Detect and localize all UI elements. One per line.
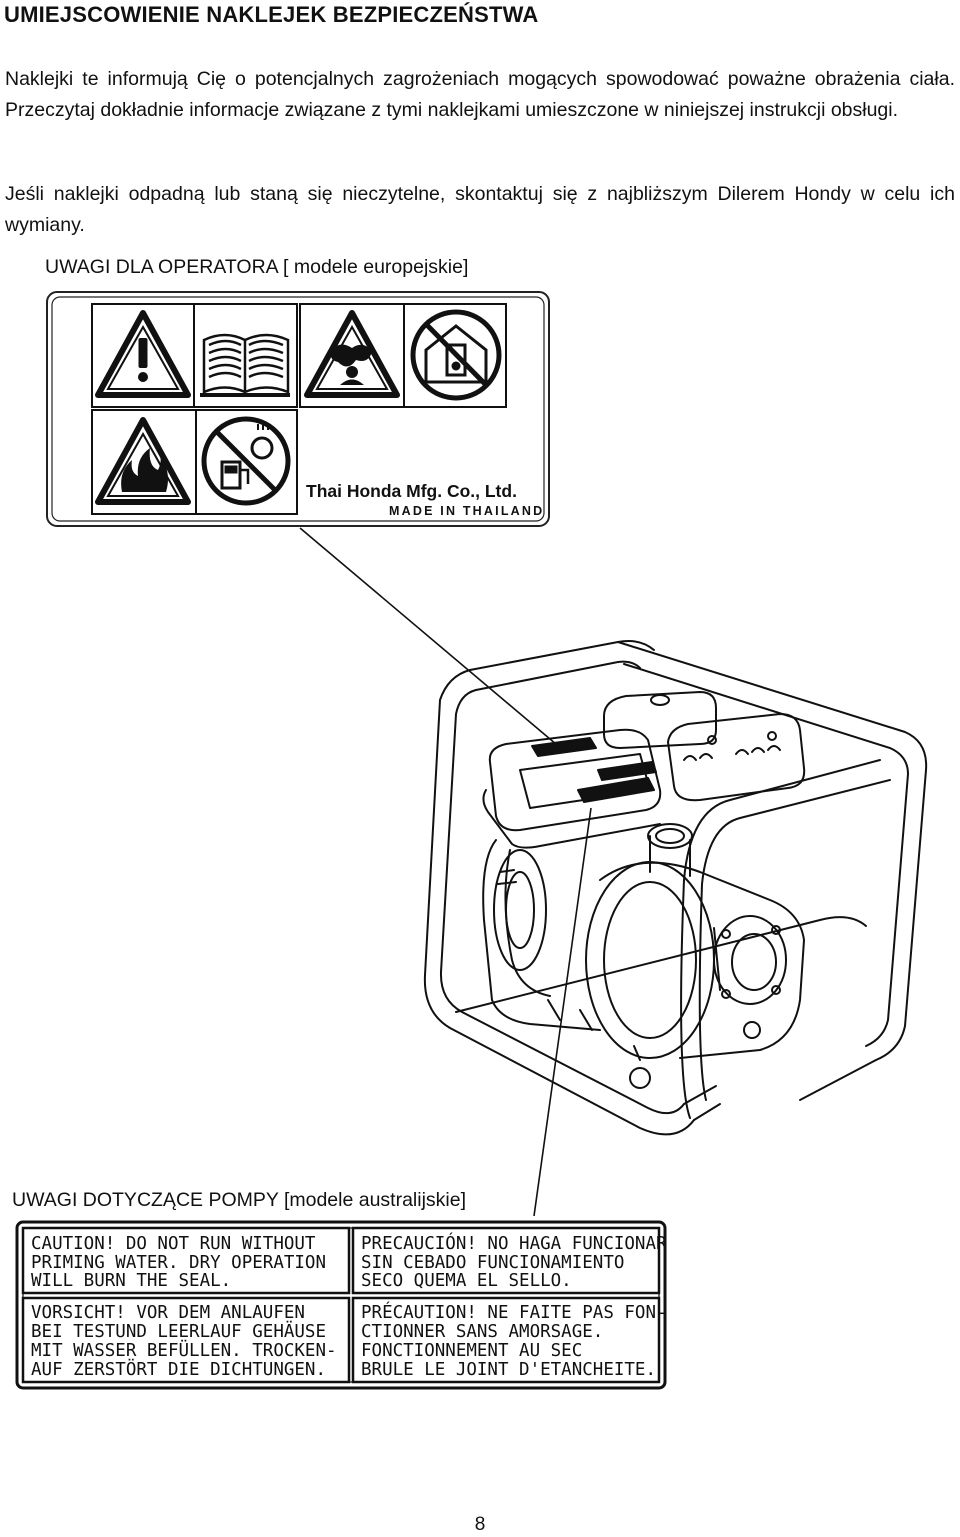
operator-notes-heading: UWAGI DLA OPERATORA [ modele europejskie… <box>45 256 469 278</box>
replacement-paragraph: Jeśli naklejki odpadną lub staną się nie… <box>5 183 955 236</box>
warning-icon <box>95 310 191 398</box>
no-refuel-running-icon <box>201 416 291 506</box>
intro-paragraph: Naklejki te informują Cię o potencjalnyc… <box>5 68 955 121</box>
no-indoor-use-icon <box>410 309 502 401</box>
operator-decal: Thai Honda Mfg. Co., Ltd. MADE IN THAILA… <box>46 291 550 527</box>
origin-label: MADE IN THAILAND <box>389 504 544 518</box>
fire-hazard-icon <box>95 417 191 505</box>
manual-book-icon <box>200 333 290 397</box>
manufacturer-label: Thai Honda Mfg. Co., Ltd. <box>306 481 517 501</box>
toxic-fumes-icon <box>304 310 400 398</box>
pump-notes-heading: UWAGI DOTYCZĄCE POMPY [modele australijs… <box>12 1189 467 1211</box>
water-pump-drawing <box>423 640 928 1136</box>
page-title: UMIEJSCOWIENIE NAKLEJEK BEZPIECZEŃSTWA <box>4 2 539 27</box>
page-number: 8 <box>474 1514 486 1535</box>
leader-line-operator <box>299 527 564 751</box>
leader-line-pump <box>533 807 592 1217</box>
